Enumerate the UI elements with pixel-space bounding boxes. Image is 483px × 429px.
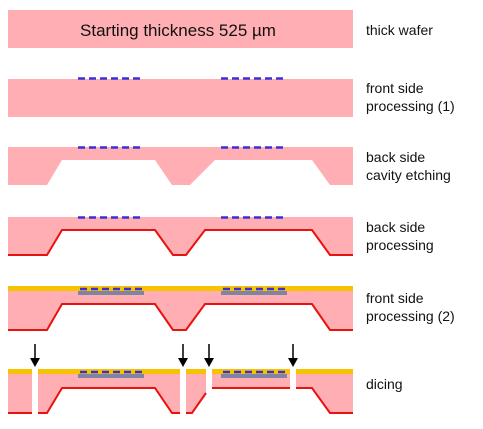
dicing-arrow xyxy=(30,344,40,367)
dicing-arrow xyxy=(178,344,188,367)
step-label-line: dicing xyxy=(366,376,403,392)
step-label-line: back side xyxy=(366,149,426,165)
step-label-line: thick wafer xyxy=(366,22,433,38)
wafer-body xyxy=(8,10,353,48)
backside-layer xyxy=(38,387,180,414)
die-body xyxy=(8,372,32,413)
wafer-body-etched xyxy=(8,289,353,330)
front-layer xyxy=(8,369,32,374)
wafer-step-3 xyxy=(8,146,353,185)
step-label-line: front side xyxy=(366,290,424,306)
front-pads xyxy=(221,291,287,295)
wafer-thickness-text: Starting thickness 525 µm xyxy=(80,21,276,40)
front-layer xyxy=(296,369,353,374)
wafer-body xyxy=(8,79,353,117)
step-label-line: processing (2) xyxy=(366,308,455,324)
dicing-arrow xyxy=(204,344,214,367)
wafer-step-6 xyxy=(8,344,353,414)
backside-layer xyxy=(186,392,207,414)
front-layer xyxy=(8,286,353,291)
backside-layer xyxy=(8,229,353,256)
step-label-line: processing (1) xyxy=(366,98,455,114)
step-label-line: front side xyxy=(366,80,424,96)
front-pads xyxy=(78,291,144,295)
backside-layer xyxy=(8,303,353,331)
wafer-step-2 xyxy=(8,77,353,117)
wafer-step-4 xyxy=(8,216,353,256)
dicing-arrow xyxy=(288,344,298,367)
step-label-dicing: dicing xyxy=(366,375,403,393)
wafer-step-5 xyxy=(8,286,353,331)
front-layer xyxy=(186,369,206,374)
wafer-body-etched xyxy=(8,147,353,185)
die-body xyxy=(186,372,206,413)
die-body xyxy=(38,372,180,413)
step-label-back-side-cavity-etching: back side cavity etching xyxy=(366,148,451,184)
backside-layer xyxy=(296,387,353,414)
step-label-front-side-processing-2: front side processing (2) xyxy=(366,289,455,325)
front-pads xyxy=(221,374,287,378)
wafer-body-etched xyxy=(8,217,353,255)
front-pads xyxy=(78,374,144,378)
step-label-line: processing xyxy=(366,237,434,253)
wafer-step-1: Starting thickness 525 µm xyxy=(8,10,353,48)
step-label-thick-wafer: thick wafer xyxy=(366,21,433,39)
die-body xyxy=(296,372,353,413)
step-label-front-side-processing-1: front side processing (1) xyxy=(366,79,455,115)
step-label-line: back side xyxy=(366,219,426,235)
step-label-back-side-processing: back side processing xyxy=(366,218,434,254)
step-label-line: cavity etching xyxy=(366,167,451,183)
